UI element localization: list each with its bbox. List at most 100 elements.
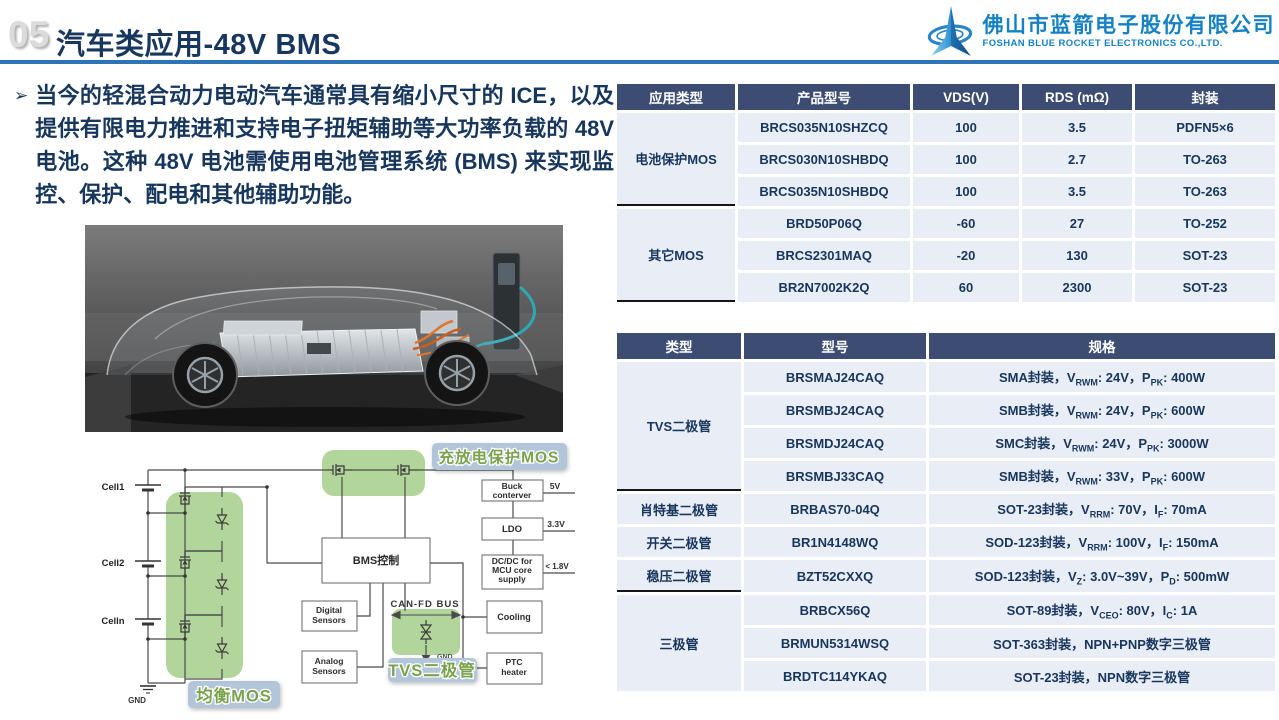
spec-cell: SOT-89封装，VCEO: 80V，IC: 1A <box>929 595 1275 625</box>
table-row: 开关二极管 BR1N4148WQ SOD-123封装，VRRM: 100V，IF… <box>617 527 1275 557</box>
cell1-label: Cell1 <box>102 482 125 493</box>
ptc-heater-box <box>486 652 543 685</box>
table-row: BRCS035N10SHBDQ 100 3.5 TO-263 <box>617 177 1275 206</box>
pkg-cell: TO-252 <box>1135 209 1275 238</box>
spec-cell: SOT-363封装，NPN+PNP数字三极管 <box>929 628 1275 658</box>
rocket-logo-icon <box>927 6 972 56</box>
group-cell: 稳压二极管 <box>617 560 741 592</box>
bms-box <box>321 537 431 584</box>
table-row: BR2N7002K2Q 60 2300 SOT-23 <box>617 273 1275 302</box>
gnd2-label: GND <box>437 654 453 661</box>
canfd-arrow-icon <box>390 610 462 620</box>
pkg-cell: TO-263 <box>1135 145 1275 174</box>
model-cell: BRSMBJ24CAQ <box>744 395 926 425</box>
tvs-diode-badge: TVS二极管 <box>388 660 476 680</box>
table-row: BRCS2301MAQ -20 130 SOT-23 <box>617 241 1275 270</box>
column-header: 封装 <box>1135 84 1275 110</box>
group-cell: 电池保护MOS <box>617 113 735 206</box>
column-header: 型号 <box>744 333 926 359</box>
spec-cell: SOD-123封装，VRRM: 100V，IF: 150mA <box>929 527 1275 557</box>
analog-sensors-label: Analog <box>315 656 344 666</box>
group-cell: TVS二极管 <box>617 362 741 491</box>
dcdc-box <box>481 554 544 590</box>
balance-mos-zone <box>166 492 243 678</box>
charge-mos-badge: 充放电保护MOS <box>439 448 560 467</box>
column-header: 规格 <box>929 333 1275 359</box>
model-cell: BZT52CXXQ <box>744 560 926 592</box>
table-row: BRDTC114YKAQ SOT-23封装，NPN数字三极管 <box>617 661 1275 691</box>
mos-product-table: 应用类型 产品型号 VDS(V) RDS (mΩ) 封装 电池保护MOS BRC… <box>614 81 1278 305</box>
dcdc-label: DC/DC for <box>492 556 533 566</box>
v5-label: 5V <box>550 481 561 491</box>
diagram-boxes <box>301 479 544 685</box>
table-row: BRCS030N10SHBDQ 100 2.7 TO-263 <box>617 145 1275 174</box>
rds-cell: 3.5 <box>1022 177 1132 206</box>
slide-number: 05 <box>8 14 50 55</box>
charge-mos-zone <box>322 450 425 496</box>
spec-cell: SOT-23封装，VRRM: 70V，IF: 70mA <box>929 494 1275 524</box>
company-name-cn: 佛山市蓝箭电子股份有限公司 <box>982 13 1275 37</box>
rds-cell: 2300 <box>1022 273 1132 302</box>
v33-label: 3.3V <box>547 519 565 529</box>
analog-sensors-label: Sensors <box>312 666 346 676</box>
model-cell: BRBAS70-04Q <box>744 494 926 524</box>
title-underline <box>0 60 1279 64</box>
table-row: BRSMBJ24CAQ SMB封装，VRWM: 24V，PPK: 600W <box>617 395 1275 425</box>
table-row: BRSMDJ24CAQ SMC封装，VRWM: 24V，PPK: 3000W <box>617 428 1275 458</box>
model-cell: BRSMAJ24CAQ <box>744 362 926 392</box>
model-cell: BR1N4148WQ <box>744 527 926 557</box>
cell2-label: Cell2 <box>102 558 125 569</box>
model-cell: BRDTC114YKAQ <box>744 661 926 691</box>
dcdc-label: supply <box>498 574 526 584</box>
model-cell: BRMUN5314WSQ <box>744 628 926 658</box>
pkg-cell: PDFN5×6 <box>1135 113 1275 142</box>
table-row: BRMUN5314WSQ SOT-363封装，NPN+PNP数字三极管 <box>617 628 1275 658</box>
digital-sensors-label: Sensors <box>312 615 346 625</box>
intro-paragraph: ➢ 当今的轻混合动力电动汽车通常具有缩小尺寸的 ICE，以及提供有限电力推进和支… <box>14 79 614 211</box>
column-header: VDS(V) <box>913 84 1019 110</box>
ldo-box <box>481 517 544 541</box>
table-row: 其它MOS BRD50P06Q -60 27 TO-252 <box>617 209 1275 302</box>
digital-sensors-box <box>301 600 358 632</box>
v18-label: < 1.8V <box>545 562 569 571</box>
vds-cell: 60 <box>913 273 1019 302</box>
vds-cell: 100 <box>913 177 1019 206</box>
group-cell: 三极管 <box>617 595 741 691</box>
company-logo: 佛山市蓝箭电子股份有限公司 FOSHAN BLUE ROCKET ELECTRO… <box>924 5 1276 59</box>
model-cell: BRCS2301MAQ <box>738 241 910 270</box>
table-row: 稳压二极管 BZT52CXXQ SOD-123封装，VZ: 3.0V~39V，P… <box>617 560 1275 592</box>
battery-stack <box>135 484 161 694</box>
buck-label: conterver <box>493 490 532 500</box>
vds-cell: -20 <box>913 241 1019 270</box>
table-row: 三极管 BRBCX56Q SOT-89封装，VCEO: 80V，IC: 1A <box>617 595 1275 691</box>
rds-cell: 130 <box>1022 241 1132 270</box>
spec-cell: SMB封装，VRWM: 33V，PPK: 600W <box>929 461 1275 491</box>
table-row: BRSMBJ33CAQ SMB封装，VRWM: 33V，PPK: 600W <box>617 461 1275 491</box>
column-header: 产品型号 <box>738 84 910 110</box>
spec-cell: SMA封装，VRWM: 24V，PPK: 400W <box>929 362 1275 392</box>
vds-cell: 100 <box>913 145 1019 174</box>
canfd-label: CAN-FD BUS <box>390 599 459 610</box>
bullet-arrow-icon: ➢ <box>14 86 29 105</box>
buck-label: Buck <box>502 481 523 491</box>
table-header-row: 类型 型号 规格 <box>617 333 1275 359</box>
table-row: TVS二极管 BRSMAJ24CAQ SMA封装，VRWM: 24V，PPK: … <box>617 362 1275 491</box>
spec-cell: SOD-123封装，VZ: 3.0V~39V，PD: 500mW <box>929 560 1275 592</box>
company-name-en: FOSHAN BLUE ROCKET ELECTRONICS CO.,LTD. <box>982 38 1223 50</box>
vds-cell: -60 <box>913 209 1019 238</box>
table-header-row: 应用类型 产品型号 VDS(V) RDS (mΩ) 封装 <box>617 84 1275 110</box>
table-row: 电池保护MOS BRCS035N10SHZCQ 100 3.5 PDFN5×6 <box>617 113 1275 206</box>
battery-pack <box>219 320 424 378</box>
vds-cell: 100 <box>913 113 1019 142</box>
ptc-label: PTC <box>506 657 523 667</box>
ptc-label: heater <box>501 667 527 677</box>
gnd-label: GND <box>128 696 146 705</box>
cooling-box <box>486 600 543 634</box>
wheel-rear <box>172 342 238 408</box>
model-cell: BRSMBJ33CAQ <box>744 461 926 491</box>
ldo-label: LDO <box>502 524 522 535</box>
model-cell: BRCS035N10SHBDQ <box>738 177 910 206</box>
celln-label: Celln <box>101 616 124 627</box>
company-name: 佛山市蓝箭电子股份有限公司 FOSHAN BLUE ROCKET ELECTRO… <box>982 13 1276 50</box>
